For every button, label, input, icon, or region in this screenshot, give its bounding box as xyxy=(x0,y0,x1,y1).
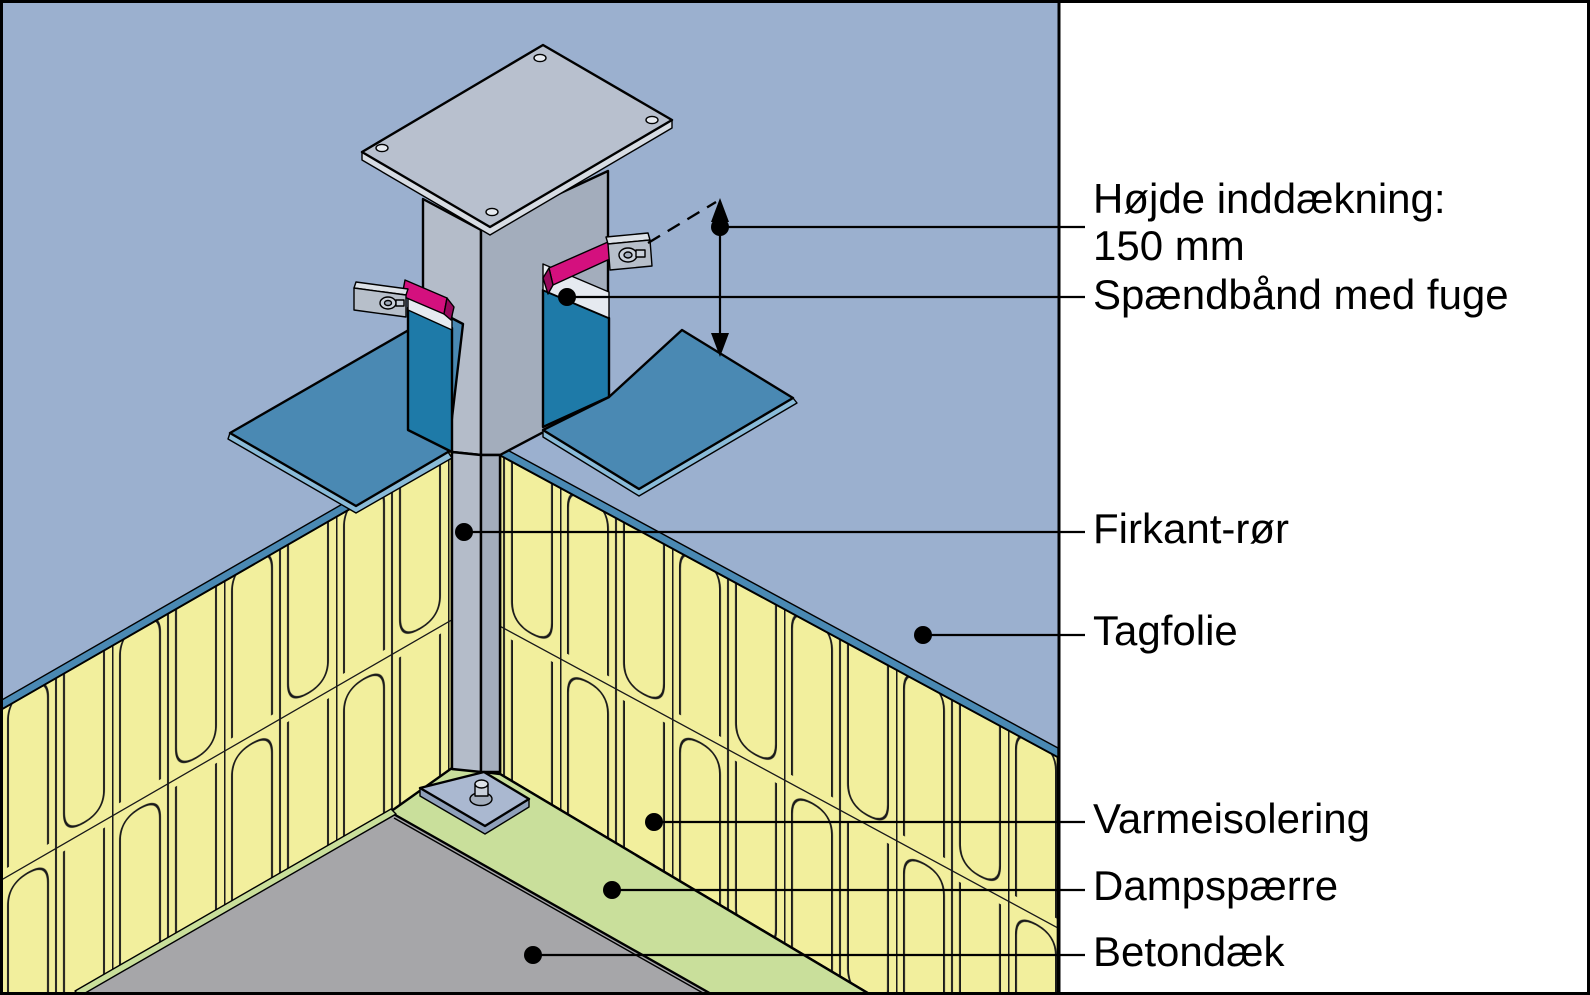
tube-top-plate xyxy=(360,43,674,236)
plate-hole xyxy=(375,143,389,153)
label-square-tube: Firkant-rør xyxy=(1093,505,1289,552)
plate-hole xyxy=(533,53,547,63)
leader-tails xyxy=(1058,225,1085,957)
flashing-left-foot xyxy=(228,310,465,508)
flashing-left xyxy=(227,279,465,514)
plate-hole xyxy=(645,115,659,125)
label-concrete-deck: Betondæk xyxy=(1093,928,1285,975)
clamp-buckle-left xyxy=(353,281,409,318)
label-panel xyxy=(1060,0,1590,995)
flashing-left-sleeve xyxy=(406,306,454,454)
label-clamp-band: Spændbånd med fuge xyxy=(1093,271,1509,318)
arrowhead-up xyxy=(711,198,729,222)
clamp-band-right xyxy=(542,241,613,295)
base-bolt xyxy=(469,779,493,807)
label-flashing-height-line1: Højde inddækning: xyxy=(1093,175,1446,222)
label-roof-membrane: Tagfolie xyxy=(1093,607,1238,654)
flashing-right xyxy=(541,232,798,497)
plate-hole xyxy=(485,207,499,217)
tube-base-plate xyxy=(418,770,531,835)
label-flashing-height-line2: 150 mm xyxy=(1093,222,1245,269)
arrowhead-down xyxy=(711,333,729,357)
clamp-buckle-right xyxy=(605,232,653,271)
clamp-band-left xyxy=(401,279,455,321)
label-vapor-barrier: Dampspærre xyxy=(1093,862,1338,909)
leader-lines xyxy=(455,218,1085,964)
label-thermal-insulation: Varmeisolering xyxy=(1093,795,1370,842)
